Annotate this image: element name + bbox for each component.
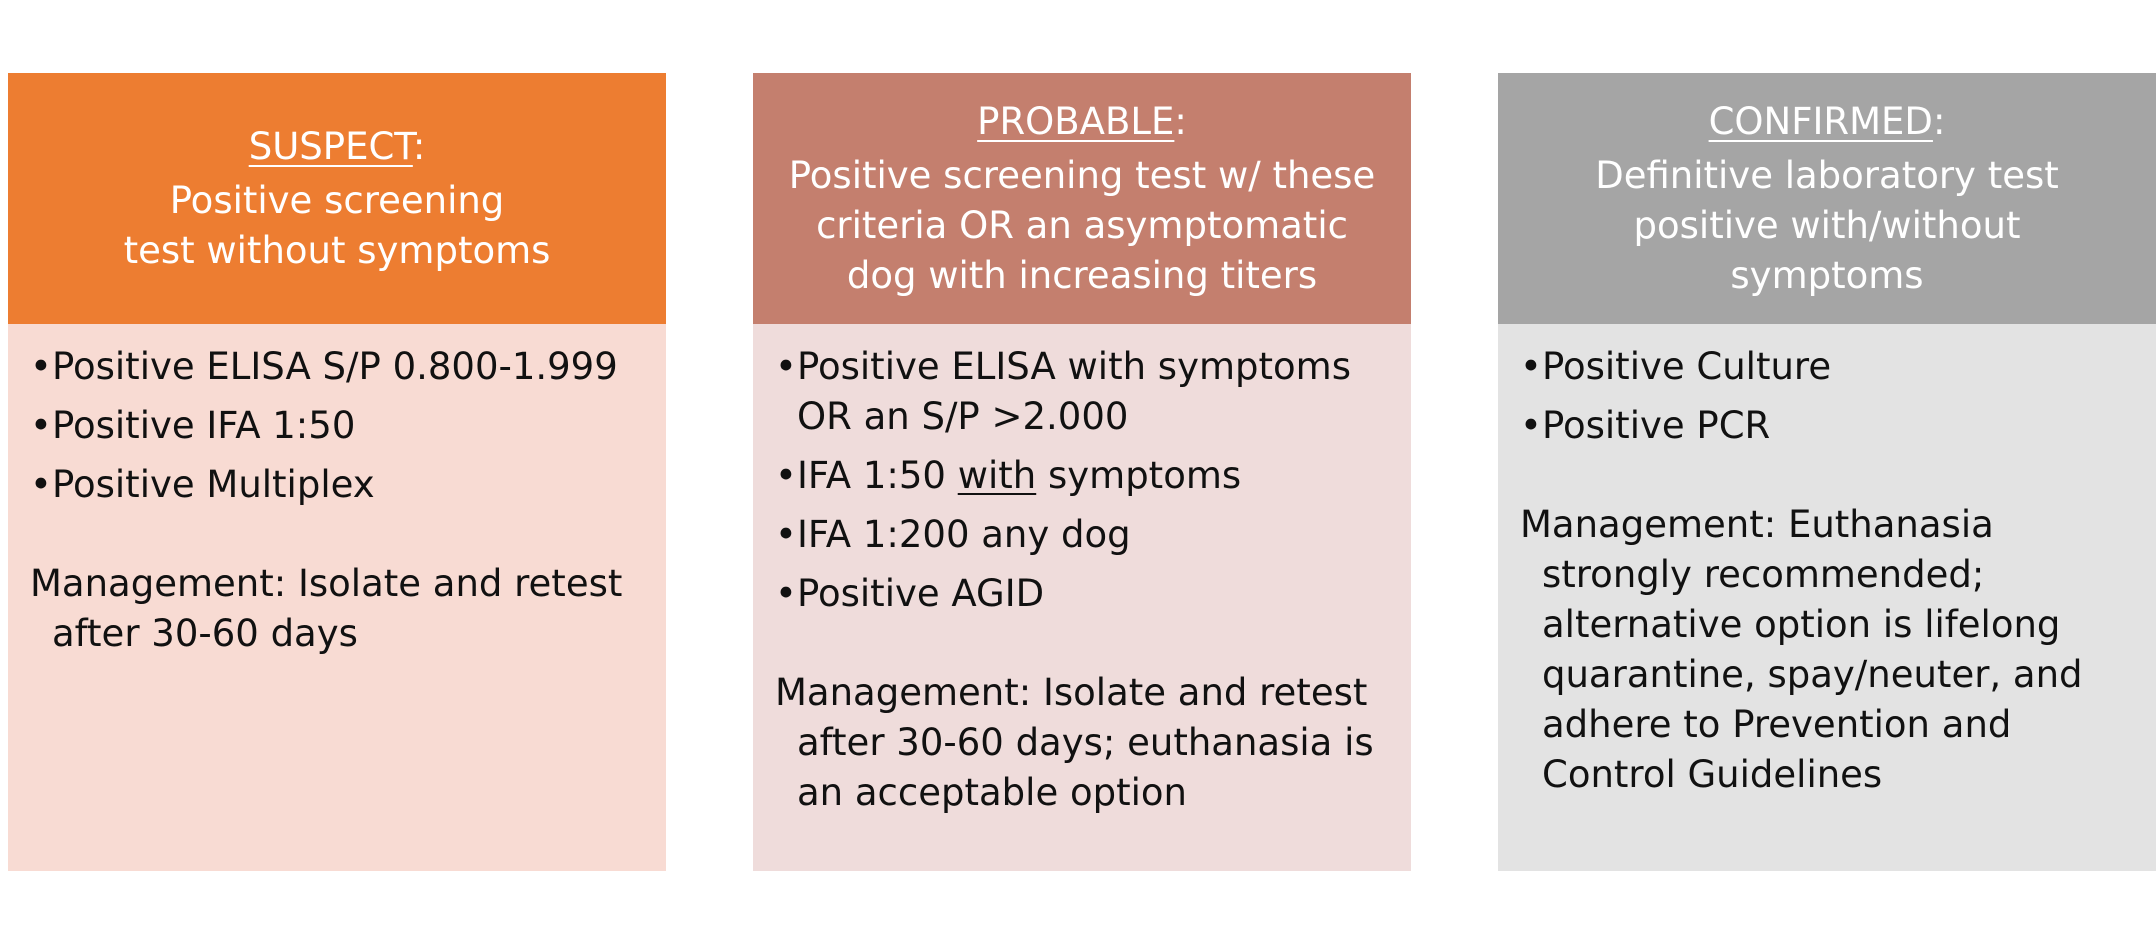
confirmed-title: CONFIRMED: xyxy=(1708,99,1946,143)
criteria-item: •Positive ELISA with symptoms OR an S/P … xyxy=(775,345,1351,438)
suspect-title: SUSPECT: xyxy=(248,124,426,168)
criteria-item: •Positive Multiplex xyxy=(30,463,375,506)
confirmed-subtitle: Definitive laboratory test positive with… xyxy=(1595,153,2059,297)
criteria-item: •Positive AGID xyxy=(775,572,1045,615)
confirmed-management: Management: Euthanasia strongly recommen… xyxy=(1520,503,2083,796)
confirmed-criteria-list: •Positive Culture •Positive PCR xyxy=(1520,342,2134,451)
criteria-item: •Positive ELISA S/P 0.800-1.999 xyxy=(30,345,618,388)
suspect-header: SUSPECT: Positive screening test without… xyxy=(8,73,666,324)
confirmed-header: CONFIRMED: Definitive laboratory test po… xyxy=(1498,73,2156,324)
suspect-body: •Positive ELISA S/P 0.800-1.999 •Positiv… xyxy=(8,324,666,871)
suspect-column: SUSPECT: Positive screening test without… xyxy=(8,73,666,871)
probable-management: Management: Isolate and retest after 30-… xyxy=(775,671,1374,814)
criteria-item: •IFA 1:200 any dog xyxy=(775,513,1131,556)
probable-body: •Positive ELISA with symptoms OR an S/P … xyxy=(753,324,1411,871)
probable-column: PROBABLE: Positive screening test w/ the… xyxy=(753,73,1411,871)
suspect-subtitle: Positive screening test without symptoms xyxy=(123,178,551,272)
criteria-item: •Positive IFA 1:50 xyxy=(30,404,356,447)
probable-criteria-list: •Positive ELISA with symptoms OR an S/P … xyxy=(775,342,1389,619)
criteria-item: •Positive Culture xyxy=(1520,345,1832,388)
confirmed-body: •Positive Culture •Positive PCR Manageme… xyxy=(1498,324,2156,871)
criteria-item: •Positive PCR xyxy=(1520,404,1771,447)
suspect-criteria-list: •Positive ELISA S/P 0.800-1.999 •Positiv… xyxy=(30,342,644,510)
confirmed-column: CONFIRMED: Definitive laboratory test po… xyxy=(1498,73,2156,871)
suspect-management: Management: Isolate and retest after 30-… xyxy=(30,562,623,655)
probable-subtitle: Positive screening test w/ these criteri… xyxy=(788,153,1376,297)
probable-header: PROBABLE: Positive screening test w/ the… xyxy=(753,73,1411,324)
probable-title: PROBABLE: xyxy=(977,99,1187,143)
criteria-item: •IFA 1:50 with symptoms xyxy=(775,454,1242,497)
